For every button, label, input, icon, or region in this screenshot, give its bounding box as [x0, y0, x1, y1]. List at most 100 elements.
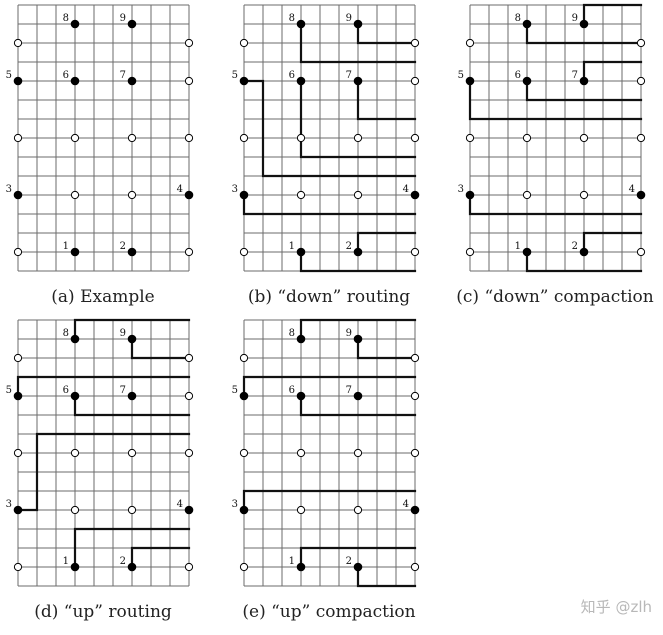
route-wire [299, 79, 417, 159]
route-wire [356, 565, 417, 588]
pin-label: 7 [120, 385, 126, 396]
panel-a-terminals [13, 19, 194, 257]
open-terminal [239, 562, 249, 572]
open-terminal [636, 76, 646, 86]
open-terminal [410, 247, 420, 257]
route-wire [525, 79, 643, 102]
open-terminal [239, 133, 249, 143]
pin-terminal [296, 334, 306, 344]
open-terminal [410, 391, 420, 401]
route-wire [130, 546, 191, 569]
pin-terminal [70, 247, 80, 257]
open-terminal [239, 247, 249, 257]
route-wire [130, 337, 191, 360]
pin-label: 3 [232, 184, 238, 195]
route-wire [356, 79, 417, 121]
pin-label: 1 [515, 241, 521, 252]
pin-terminal [70, 76, 80, 86]
pin-label: 9 [346, 328, 352, 339]
open-terminal [522, 133, 532, 143]
open-terminal [239, 353, 249, 363]
open-terminal [127, 505, 137, 515]
pin-terminal [465, 76, 475, 86]
open-terminal [296, 133, 306, 143]
open-terminal [353, 190, 363, 200]
route-wire [299, 250, 417, 273]
pin-label: 2 [120, 556, 126, 567]
open-terminal [353, 505, 363, 515]
open-terminal [239, 38, 249, 48]
pin-terminal [353, 19, 363, 29]
pin-terminal [127, 391, 137, 401]
pin-label: 6 [289, 385, 295, 396]
pin-terminal [296, 76, 306, 86]
open-terminal [410, 562, 420, 572]
pin-label: 1 [289, 556, 295, 567]
pin-terminal [70, 19, 80, 29]
pin-label: 4 [177, 499, 183, 510]
panel-c-caption: (c) “down” compaction [456, 287, 654, 307]
open-terminal [13, 448, 23, 458]
pin-label: 8 [289, 328, 295, 339]
pin-terminal [13, 505, 23, 515]
pin-terminal [239, 190, 249, 200]
route-wire [356, 337, 417, 360]
pin-label: 8 [63, 328, 69, 339]
open-terminal [522, 190, 532, 200]
pin-label: 3 [458, 184, 464, 195]
pin-label: 6 [289, 70, 295, 81]
pin-terminal [239, 76, 249, 86]
pin-label: 9 [572, 13, 578, 24]
pin-label: 4 [177, 184, 183, 195]
pin-label: 5 [458, 70, 464, 81]
panel-b-caption: (b) “down” routing [248, 287, 410, 307]
pin-label: 5 [232, 385, 238, 396]
pin-label: 7 [120, 70, 126, 81]
pin-terminal [70, 562, 80, 572]
route-wire [16, 432, 191, 512]
open-terminal [579, 190, 589, 200]
pin-terminal [184, 505, 194, 515]
pin-terminal [353, 334, 363, 344]
pin-terminal [353, 76, 363, 86]
open-terminal [184, 391, 194, 401]
pin-label: 3 [6, 184, 12, 195]
route-wire [242, 79, 417, 178]
open-terminal [70, 448, 80, 458]
open-terminal [70, 190, 80, 200]
pin-label: 2 [346, 241, 352, 252]
route-wire [525, 250, 643, 273]
panel-c-routes [468, 3, 643, 273]
pin-label: 7 [346, 385, 352, 396]
open-terminal [410, 133, 420, 143]
pin-label: 9 [346, 13, 352, 24]
route-wire [582, 231, 643, 254]
open-terminal [127, 133, 137, 143]
panel-e-routes [242, 318, 417, 588]
open-terminal [410, 76, 420, 86]
open-terminal [184, 133, 194, 143]
open-terminal [184, 353, 194, 363]
panel-a-caption: (a) Example [51, 287, 154, 307]
pin-terminal [296, 562, 306, 572]
route-wire [73, 394, 191, 417]
pin-terminal [296, 391, 306, 401]
pin-terminal [13, 391, 23, 401]
open-terminal [353, 448, 363, 458]
route-wire [468, 193, 643, 216]
watermark: 知乎 @zlh [581, 598, 652, 616]
pin-label: 5 [6, 385, 12, 396]
pin-label: 7 [346, 70, 352, 81]
route-wire [356, 22, 417, 45]
pin-terminal [184, 190, 194, 200]
panel-e-terminals [239, 334, 420, 572]
pin-terminal [70, 391, 80, 401]
panel-c-terminals [465, 19, 646, 257]
route-wire [242, 489, 417, 512]
open-terminal [410, 38, 420, 48]
